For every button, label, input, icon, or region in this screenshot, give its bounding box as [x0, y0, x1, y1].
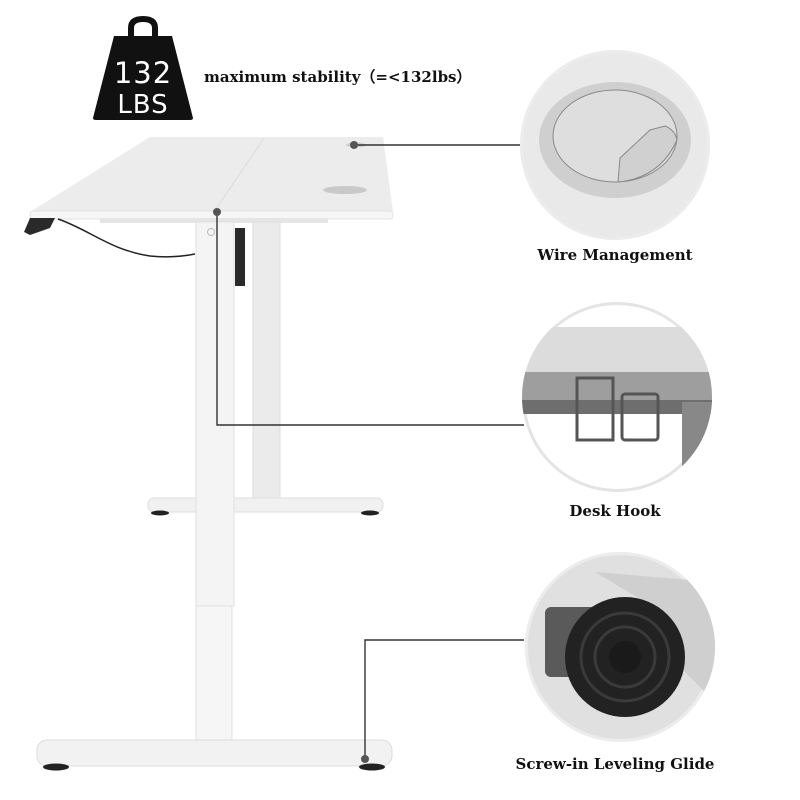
- leader-dot-hook: [213, 208, 221, 216]
- rear-foot-glide-left: [151, 510, 169, 516]
- leader-leveling-glide: [364, 639, 524, 759]
- leader-dot-glide: [361, 755, 369, 763]
- desk-frame-beam: [100, 218, 328, 223]
- desk-hook-detail: [522, 302, 712, 492]
- leader-desk-hook: [216, 212, 524, 426]
- control-panel-icon: [24, 218, 55, 235]
- weight-kettlebell-icon: [93, 16, 193, 120]
- weight-number: 132: [113, 56, 173, 90]
- weight-unit: LBS: [117, 90, 169, 120]
- rear-foot-glide-right: [361, 510, 379, 516]
- wire-management-label: Wire Management: [537, 246, 693, 264]
- front-foot-glide-right: [359, 763, 385, 771]
- hook-icon: [522, 327, 712, 472]
- desk-hook-label: Desk Hook: [569, 502, 661, 520]
- front-leg-upper: [195, 221, 235, 607]
- front-foot: [36, 739, 393, 767]
- grommet-icon: [539, 82, 691, 198]
- leveling-glide-icon: [545, 572, 715, 717]
- rear-foot: [147, 497, 384, 513]
- leader-dot-wire: [350, 141, 358, 149]
- wire-management-detail: [520, 50, 710, 240]
- front-leg-lower: [195, 605, 233, 753]
- cable-organizer: [235, 228, 245, 286]
- desktop-surface: [30, 137, 393, 212]
- max-stability-headline: maximum stability（=<132lbs）: [204, 68, 472, 86]
- leader-lines: [216, 144, 524, 759]
- weight-capacity-badge: 132 LBS: [92, 14, 194, 120]
- front-grommet: [323, 186, 367, 194]
- desktop-split-line: [213, 137, 265, 213]
- hook-ring: [207, 228, 215, 236]
- desktop-edge: [29, 210, 394, 220]
- rear-leg: [252, 221, 281, 503]
- front-foot-glide-left: [43, 763, 69, 771]
- leveling-glide-label: Screw-in Leveling Glide: [515, 755, 715, 773]
- leveling-glide-detail: [525, 552, 715, 742]
- control-cable: [57, 218, 196, 258]
